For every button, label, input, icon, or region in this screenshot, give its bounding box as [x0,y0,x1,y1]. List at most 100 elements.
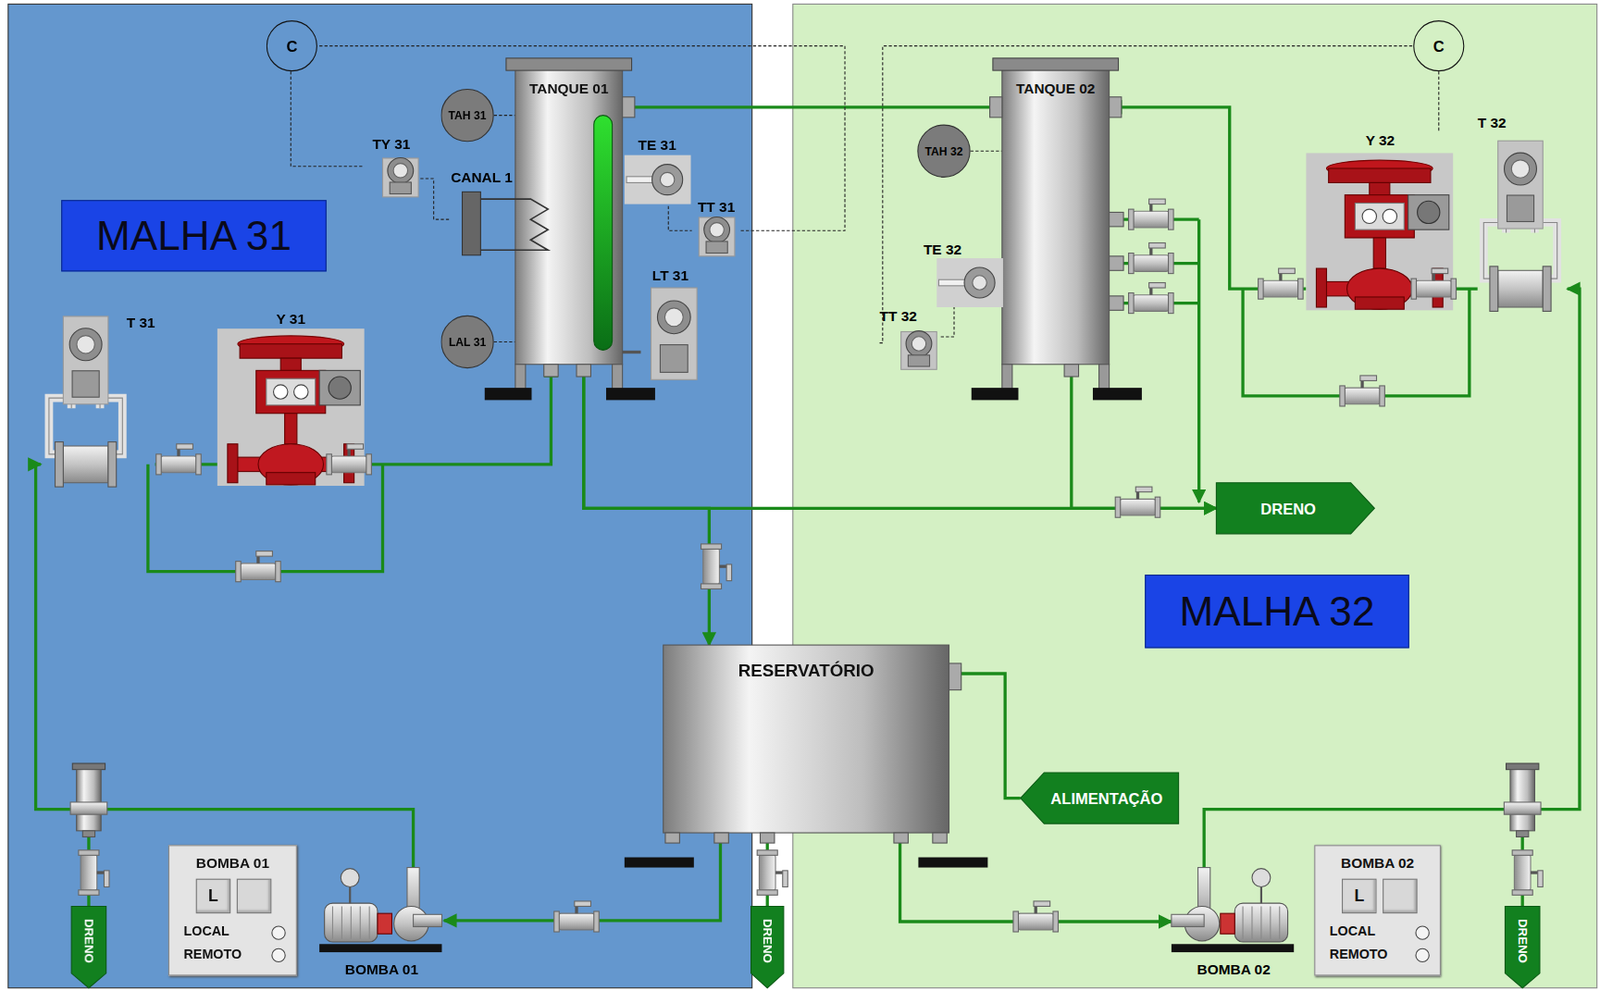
signal-line [1438,71,1439,132]
tank-cap [992,58,1119,71]
tank-base [484,387,533,400]
valve-flange [1512,850,1533,856]
transmitter-head [905,331,932,358]
panel-button [1382,879,1417,915]
te-back [624,155,692,205]
instrument: LT 31 [640,267,700,383]
valve-body [239,563,277,581]
instrument: TE 31 [624,136,691,207]
nozzle [622,97,635,118]
radio-lamp [1414,925,1429,940]
filter-port [70,802,108,815]
valve-flange [78,850,100,856]
pump [319,868,442,954]
valve-handle [1149,283,1166,289]
cv-foot [1354,297,1404,310]
cv-back [1305,152,1453,311]
filter [1503,763,1541,837]
filter [70,763,108,837]
valve-handle [1431,268,1449,274]
nozzle [544,364,559,377]
pump-inlet [1171,914,1204,927]
tank-cap [506,58,633,71]
valve-flange [196,454,202,475]
instrument: TT 32 [880,308,940,372]
valve-body [1119,498,1157,516]
nozzle [714,832,729,844]
pipe-line [622,350,642,354]
valve-flange [1128,253,1135,274]
te-face [972,275,987,290]
motor-fin [369,905,371,939]
transmitter-body [1506,195,1534,222]
outlet-pipe [1197,219,1201,503]
heater-block [462,191,482,255]
tag-label: CANAL 1 [450,169,513,187]
node-label: TANQUE 02 [1016,80,1096,98]
pump-base [1171,943,1294,953]
cv-neck [1369,182,1390,195]
cv-flange [1315,268,1327,308]
hand-valve [554,901,600,932]
transmitter-head [657,300,691,335]
hand-valve [326,444,373,475]
te-head [652,164,683,196]
nozzle [759,832,774,844]
flowmeter: T 32 [1477,114,1568,311]
valve-flange [756,850,778,856]
filter-port [1503,802,1541,815]
valve-flange [756,890,778,896]
valve-flange [1128,209,1135,230]
pump-panel: BOMBA 01LLOCALREMOTO [168,844,298,976]
valve-handle [1537,870,1544,888]
meter-body [62,446,109,484]
meter-flange [1489,266,1499,312]
pipe-line [36,464,414,869]
transmitter-body [389,182,411,195]
node-label: TAH 31 [448,109,487,122]
tag-outline [1020,772,1179,824]
tag-label: TE 31 [638,136,677,154]
tank: TANQUE 02 [1002,58,1110,365]
tag-label: Y 32 [1365,131,1395,149]
nozzle [1109,296,1124,311]
valve-flange [594,911,600,932]
valve-flange [1013,911,1019,932]
valve-flange [554,911,560,932]
tag-label: TE 32 [923,240,962,258]
nozzle [576,364,591,377]
panel-button: L [1341,879,1377,915]
transmitter-head [1504,152,1538,186]
pump-inlet [413,914,443,927]
meter-flange [1542,266,1551,312]
transmitter-face [76,335,95,354]
valve-flange [156,454,162,475]
instrument: TE 32 [923,240,1004,307]
hand-valve [1013,901,1059,932]
signal-line [668,206,692,231]
panel-title: BOMBA 01 [169,854,297,871]
cv-flange [227,444,238,484]
flow-tag: DRENO [1215,483,1375,534]
motor-fin [1269,905,1271,939]
filter-outlet [82,831,95,838]
nozzle [665,832,680,844]
pump: BOMBA 02 [1171,868,1297,979]
tag-label: TY 31 [372,136,410,153]
hand-valve [1128,283,1175,314]
transmitter-box [62,316,109,405]
hand-valve [1128,243,1175,274]
motor-fin [350,905,352,939]
coupling [1220,913,1235,934]
signal-line [938,306,955,337]
mode-label: LOCAL [183,923,229,940]
hand-valve [1115,486,1161,518]
transmitter-icon [62,316,109,405]
transmitter-icon [651,287,698,380]
hand-valve [156,444,202,475]
node-label: DRENO [81,918,96,964]
tank-base [1092,387,1142,400]
valve-flange [1411,278,1417,299]
valve-body [80,854,98,892]
valve-flange [1154,496,1161,518]
